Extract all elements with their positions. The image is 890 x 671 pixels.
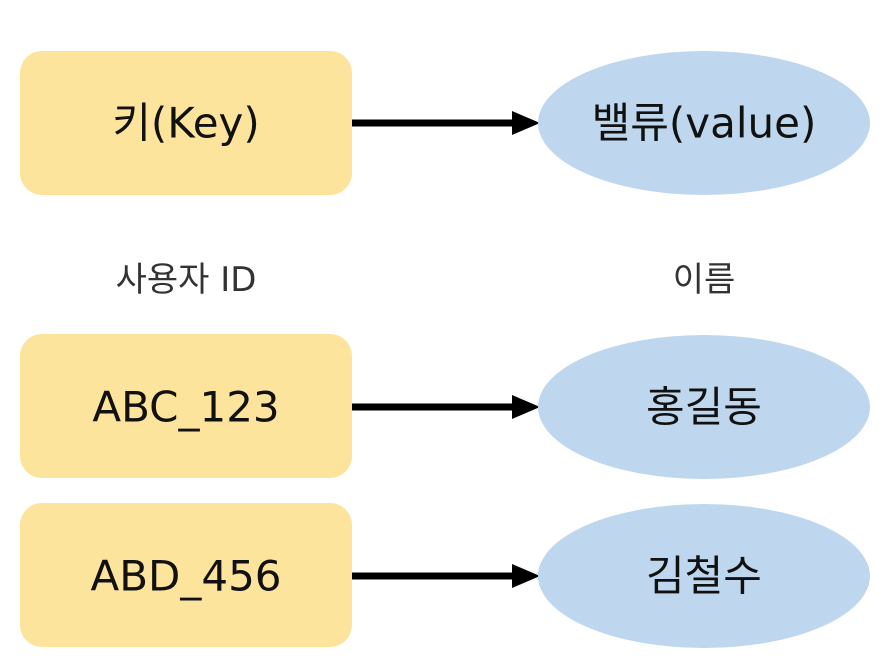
header-key-box (20, 51, 352, 195)
value-ellipse (538, 335, 870, 479)
header-pair: 키(Key) 밸류(value) (20, 51, 870, 195)
value-ellipse (538, 504, 870, 648)
key-box (20, 334, 352, 478)
key-box (20, 503, 352, 647)
header-value-ellipse (538, 51, 870, 195)
arrow-head (512, 564, 540, 588)
value-label: 홍길동 (646, 383, 762, 432)
value-column-label: 이름 (673, 260, 736, 300)
arrow-head (512, 395, 540, 419)
header-key-label: 키(Key) (112, 99, 260, 148)
key-label: ABC_123 (92, 383, 279, 432)
key-column-label: 사용자 ID (116, 260, 257, 300)
key-label: ABD_456 (90, 552, 281, 601)
row-pair: ABD_456 김철수 (20, 503, 870, 648)
header-value-label: 밸류(value) (592, 99, 817, 148)
header-arrow-head (512, 111, 540, 135)
row-pair: ABC_123 홍길동 (20, 334, 870, 479)
value-label: 김철수 (646, 552, 762, 601)
